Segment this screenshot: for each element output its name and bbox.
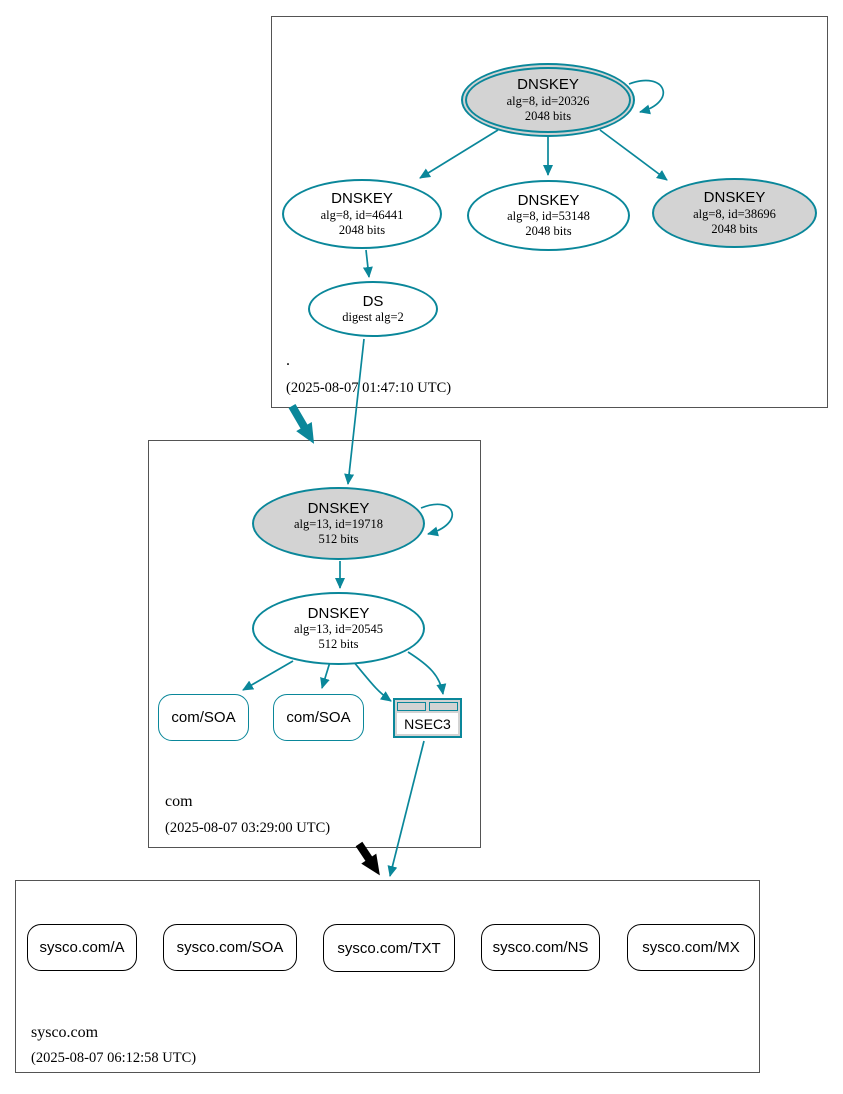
zone-box-com <box>148 440 481 848</box>
node-detail-bits: 2048 bits <box>711 221 758 236</box>
nsec3-node[interactable]: NSEC3 <box>393 698 462 738</box>
zone-label-sysco: sysco.com <box>31 1024 99 1041</box>
nsec3-record-cell <box>429 702 458 711</box>
rrset-node-sysco-mx[interactable]: sysco.com/MX <box>627 924 755 971</box>
dnskey-node-38696[interactable]: DNSKEY alg=8, id=38696 2048 bits <box>652 178 817 248</box>
node-detail-alg: digest alg=2 <box>342 310 404 325</box>
rrset-node-com-soa-1[interactable]: com/SOA <box>158 694 249 741</box>
nsec3-record-cells <box>397 702 458 711</box>
rrset-label: sysco.com/NS <box>492 939 589 956</box>
zone-label-root: . <box>286 352 290 369</box>
edge-delegation-root-com <box>288 403 315 444</box>
edge-dnskey20326-dnskey46441 <box>419 129 499 179</box>
rrset-node-sysco-ns[interactable]: sysco.com/NS <box>481 924 600 971</box>
rrset-label: sysco.com/MX <box>642 939 740 956</box>
dnskey-node-46441[interactable]: DNSKEY alg=8, id=46441 2048 bits <box>282 179 442 249</box>
node-detail-bits: 512 bits <box>318 637 359 652</box>
zone-box-sysco <box>15 880 760 1073</box>
dnskey-node-20326[interactable]: DNSKEY alg=8, id=20326 2048 bits <box>461 63 635 137</box>
node-title: DNSKEY <box>307 499 370 517</box>
node-detail-alg: alg=13, id=20545 <box>293 622 384 637</box>
node-detail-alg: alg=8, id=46441 <box>320 207 404 222</box>
nsec3-label: NSEC3 <box>397 713 458 734</box>
node-title: DS <box>362 292 384 310</box>
node-detail-bits: 512 bits <box>318 532 359 547</box>
node-detail-bits: 2048 bits <box>524 108 572 123</box>
edge-dnskey20545-comsoa1 <box>242 660 294 691</box>
node-title: DNSKEY <box>331 190 393 208</box>
rrset-node-sysco-a[interactable]: sysco.com/A <box>27 924 137 971</box>
node-title: DNSKEY <box>517 191 580 209</box>
edge-dnskey20545-nsec3-right <box>407 651 447 695</box>
rrset-label: com/SOA <box>171 709 236 726</box>
edge-delegation-com-sysco <box>355 841 380 876</box>
dnskey-node-53148[interactable]: DNSKEY alg=8, id=53148 2048 bits <box>467 180 630 251</box>
rrset-node-sysco-soa[interactable]: sysco.com/SOA <box>163 924 297 971</box>
zone-label-com: com <box>165 793 193 810</box>
edge-dnskey46441-ds <box>362 249 373 278</box>
node-detail-bits: 2048 bits <box>525 224 572 239</box>
rrset-label: sysco.com/A <box>39 939 125 956</box>
node-detail-alg: alg=8, id=53148 <box>507 209 590 224</box>
node-title: DNSKEY <box>517 76 579 94</box>
node-title: DNSKEY <box>703 189 766 207</box>
zone-timestamp-root: (2025-08-07 01:47:10 UTC) <box>286 380 452 396</box>
rrset-label: sysco.com/SOA <box>176 939 284 956</box>
zone-box-root <box>271 16 828 408</box>
zone-timestamp-sysco: (2025-08-07 06:12:58 UTC) <box>31 1050 197 1066</box>
edge-ds-dnskey19718 <box>344 338 365 485</box>
node-detail-alg: alg=8, id=20326 <box>506 93 590 108</box>
rrset-label: com/SOA <box>286 709 351 726</box>
rrset-label: sysco.com/TXT <box>337 939 441 957</box>
node-detail-alg: alg=8, id=38696 <box>693 206 776 221</box>
ds-node-root[interactable]: DS digest alg=2 <box>308 281 438 337</box>
nsec3-record-cell <box>397 702 426 711</box>
edge-dnskey20545-comsoa2 <box>320 661 331 689</box>
node-detail-bits: 2048 bits <box>338 222 386 237</box>
rrset-node-sysco-txt[interactable]: sysco.com/TXT <box>323 924 455 972</box>
zone-timestamp-com: (2025-08-07 03:29:00 UTC) <box>165 820 331 836</box>
edge-selfloop-dnskey-20326 <box>628 79 665 115</box>
edge-dnskey20545-nsec3-left <box>352 660 392 702</box>
node-detail-alg: alg=13, id=19718 <box>293 517 384 532</box>
edge-selfloop-dnskey-19718 <box>420 503 454 537</box>
dnskey-node-20545[interactable]: DNSKEY alg=13, id=20545 512 bits <box>252 592 425 665</box>
node-title: DNSKEY <box>307 604 370 622</box>
dnskey-node-19718[interactable]: DNSKEY alg=13, id=19718 512 bits <box>252 487 425 560</box>
edge-dnskey20326-dnskey38696 <box>599 129 668 181</box>
rrset-node-com-soa-2[interactable]: com/SOA <box>273 694 364 741</box>
edge-nsec3-sysco <box>387 740 425 877</box>
